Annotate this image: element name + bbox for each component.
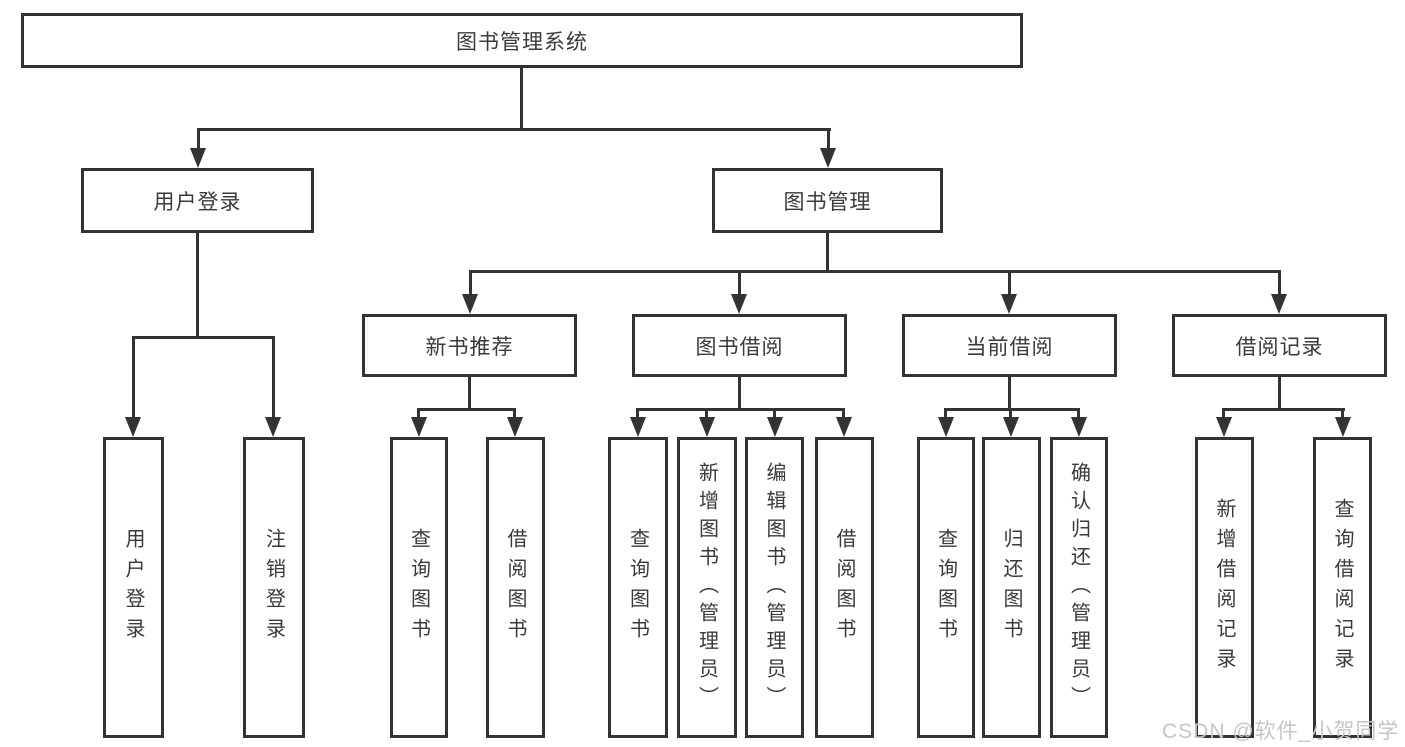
node-bb-add: 新增图书（管理员）: [677, 437, 737, 738]
node-cb-query: 查询图书: [917, 437, 975, 738]
node-cb-confirm-label: 确认归还（管理员）: [1067, 461, 1090, 714]
node-book-borrow: 图书借阅: [632, 314, 847, 377]
connector-user-login-stem: [196, 233, 199, 336]
node-nb-query-label: 查询图书: [407, 527, 430, 648]
node-login: 用户登录: [103, 437, 164, 738]
connector-l3-bus: [469, 270, 1281, 273]
arrow-current-borrow-icon: [1001, 294, 1017, 314]
node-book-mgmt: 图书管理: [712, 168, 943, 233]
connector-drop-logout: [272, 336, 275, 417]
connector-drop-cb-query: [944, 408, 947, 420]
connector-drop-nb-query: [417, 408, 420, 420]
arrow-logout-icon: [265, 417, 281, 437]
connector-current-borrow-bus: [945, 408, 1080, 411]
arrow-book-borrow-icon: [731, 294, 747, 314]
node-logout-label: 注销登录: [262, 527, 285, 648]
connector-drop-br-add: [1222, 408, 1225, 420]
node-current-borrow: 当前借阅: [902, 314, 1117, 377]
connector-drop-book-borrow: [738, 270, 741, 296]
arrow-br-add-icon: [1216, 417, 1232, 437]
node-bb-query: 查询图书: [608, 437, 668, 738]
arrow-book-mgmt-icon: [820, 148, 836, 168]
connector-book-borrow-stem: [738, 377, 741, 408]
connector-book-mgmt-stem: [826, 233, 829, 270]
connector-drop-bb-borrow: [842, 408, 845, 420]
arrow-nb-query-icon: [411, 417, 427, 437]
connector-drop-user-login: [197, 128, 200, 150]
connector-drop-login: [132, 336, 135, 417]
node-nb-query: 查询图书: [390, 437, 448, 738]
arrow-bb-add-icon: [699, 417, 715, 437]
connector-new-book-rec-stem: [468, 377, 471, 408]
node-cb-return-label: 归还图书: [1000, 527, 1022, 648]
arrow-new-book-rec-icon: [462, 294, 478, 314]
arrow-borrow-records-icon: [1271, 294, 1287, 314]
connector-current-borrow-stem: [1008, 377, 1011, 408]
node-cb-confirm: 确认归还（管理员）: [1050, 437, 1108, 738]
connector-user-login-bus: [132, 336, 275, 339]
connector-drop-cb-return: [1009, 408, 1012, 420]
arrow-login-icon: [125, 417, 141, 437]
connector-drop-borrow-records: [1278, 270, 1281, 296]
arrow-cb-return-icon: [1003, 417, 1019, 437]
arrow-cb-confirm-icon: [1071, 417, 1087, 437]
arrow-cb-query-icon: [938, 417, 954, 437]
connector-drop-current-borrow: [1008, 270, 1011, 296]
node-bb-query-label: 查询图书: [626, 527, 649, 648]
csdn-watermark: CSDN @软件_小贺同学: [1162, 720, 1400, 743]
node-user-login: 用户登录: [81, 168, 314, 233]
node-root: 图书管理系统: [21, 13, 1023, 68]
arrow-user-login-icon: [190, 148, 206, 168]
arrow-bb-borrow-icon: [836, 417, 852, 437]
node-login-label: 用户登录: [122, 527, 144, 648]
connector-borrow-records-stem: [1278, 377, 1281, 408]
connector-drop-br-query: [1341, 408, 1344, 420]
connector-drop-bb-query: [636, 408, 639, 420]
node-br-add-label: 新增借阅记录: [1213, 497, 1235, 678]
arrow-bb-edit-icon: [767, 417, 783, 437]
connector-drop-nb-borrow: [513, 408, 516, 420]
node-br-query-label: 查询借阅记录: [1331, 497, 1353, 678]
node-new-book-rec: 新书推荐: [362, 314, 577, 377]
connector-l1-bus: [197, 128, 831, 131]
node-bb-edit: 编辑图书（管理员）: [745, 437, 804, 738]
node-bb-edit-label: 编辑图书（管理员）: [763, 461, 785, 714]
connector-borrow-records-bus: [1223, 408, 1345, 411]
node-nb-borrow-label: 借阅图书: [504, 527, 526, 648]
connector-drop-book-mgmt: [827, 128, 830, 150]
connector-drop-new-book-rec: [469, 270, 472, 296]
node-cb-query-label: 查询图书: [934, 527, 957, 648]
connector-root-stem: [520, 68, 523, 128]
node-br-add: 新增借阅记录: [1195, 437, 1254, 738]
connector-book-borrow-bus: [636, 408, 845, 411]
node-br-query: 查询借阅记录: [1313, 437, 1372, 738]
node-borrow-records: 借阅记录: [1172, 314, 1387, 377]
connector-new-book-rec-bus: [417, 408, 516, 411]
node-bb-borrow: 借阅图书: [815, 437, 874, 738]
node-logout: 注销登录: [243, 437, 305, 738]
arrow-nb-borrow-icon: [507, 417, 523, 437]
node-bb-borrow-label: 借阅图书: [833, 527, 855, 648]
connector-drop-bb-edit: [773, 408, 776, 420]
connector-drop-bb-add: [705, 408, 708, 420]
connector-drop-cb-confirm: [1077, 408, 1080, 420]
node-bb-add-label: 新增图书（管理员）: [695, 461, 718, 714]
arrow-bb-query-icon: [630, 417, 646, 437]
node-cb-return: 归还图书: [982, 437, 1041, 738]
arrow-br-query-icon: [1335, 417, 1351, 437]
node-nb-borrow: 借阅图书: [486, 437, 545, 738]
